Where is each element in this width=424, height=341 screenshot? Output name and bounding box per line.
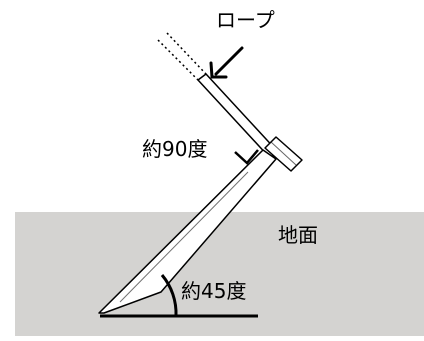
stake-inner-line	[119, 171, 249, 303]
stake-head-inner	[270, 141, 297, 166]
rope	[197, 73, 279, 159]
rope-arrow-shaft	[214, 46, 244, 76]
rope-arrow-head	[209, 61, 228, 79]
ground-angle-label: 約45度	[181, 279, 246, 303]
rope-label: ロープ	[216, 8, 275, 32]
ground-label: 地面	[278, 223, 318, 247]
rope-dotted-right	[166, 32, 207, 75]
angle-arc-45	[160, 274, 178, 317]
stake	[98, 149, 277, 314]
right-angle-marker	[234, 149, 259, 165]
right-angle-label: 約90度	[142, 137, 207, 161]
